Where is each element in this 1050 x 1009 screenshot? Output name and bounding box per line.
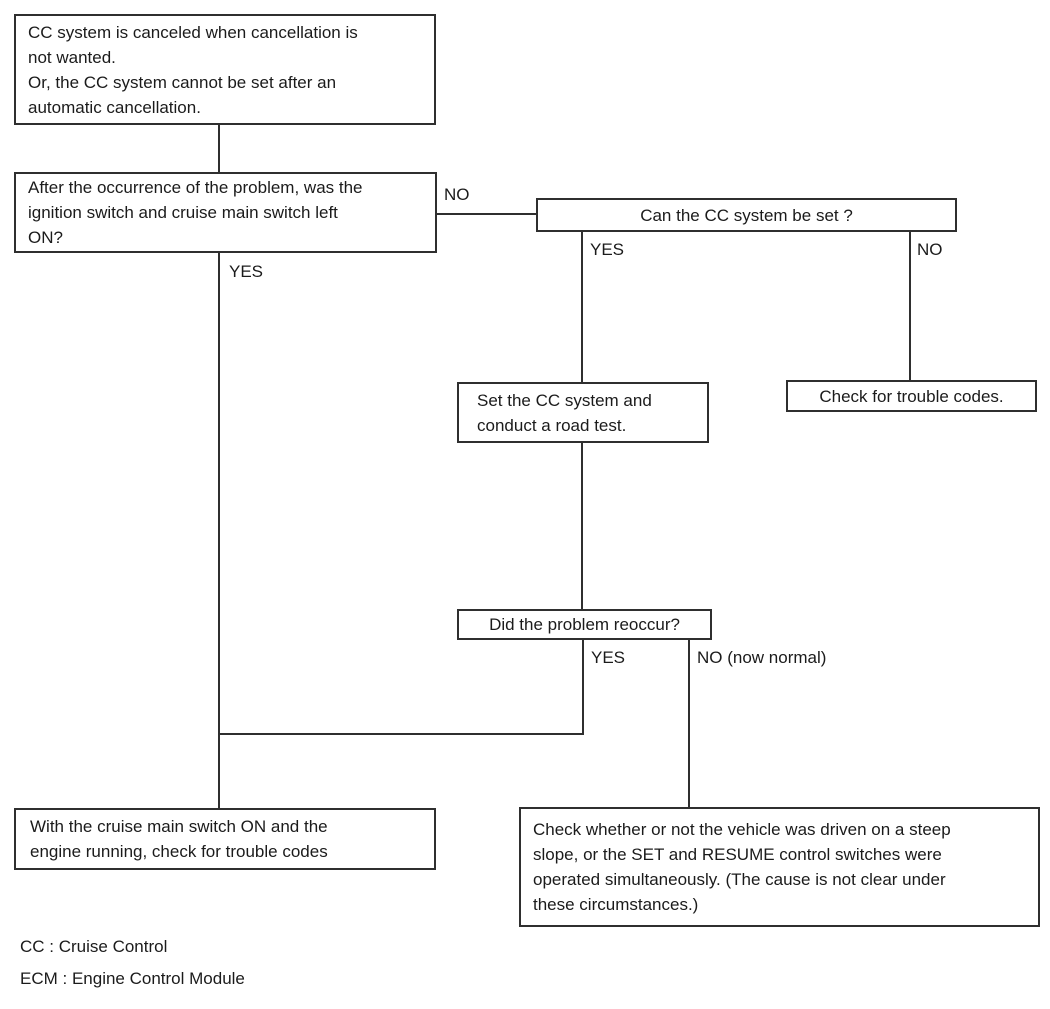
flow-box-check-codes-engine-running-text: With the cruise main switch ON and the e… bbox=[30, 817, 328, 861]
connector-ignition-no-to-can-set bbox=[436, 213, 536, 215]
connector-reoccur-no-to-steep-slope bbox=[688, 639, 690, 807]
connector-problem-to-ignition bbox=[218, 125, 220, 172]
branch-label-can-set-no: NO bbox=[917, 240, 943, 259]
branch-label-reoccur-yes: YES bbox=[591, 648, 626, 667]
flow-box-problem-statement: CC system is canceled when cancellation … bbox=[14, 14, 436, 125]
flow-box-ignition-switch-question-text: After the occurrence of the problem, was… bbox=[28, 178, 363, 247]
flow-box-road-test-text: Set the CC system and conduct a road tes… bbox=[477, 390, 652, 435]
flow-box-can-cc-be-set-question-text: Can the CC system be set ? bbox=[640, 205, 853, 225]
connector-ignition-yes-to-check-codes bbox=[218, 253, 220, 810]
connector-can-set-yes-to-road-test bbox=[581, 232, 583, 382]
legend-cc-definition: CC : Cruise Control bbox=[20, 937, 168, 956]
flow-box-problem-reoccur-question-text: Did the problem reoccur? bbox=[489, 615, 680, 634]
flow-box-check-trouble-codes: Check for trouble codes. bbox=[786, 380, 1037, 412]
flow-box-ignition-switch-question: After the occurrence of the problem, was… bbox=[14, 172, 437, 253]
flow-box-check-trouble-codes-text: Check for trouble codes. bbox=[819, 386, 1004, 406]
flow-box-problem-statement-text: CC system is canceled when cancellation … bbox=[28, 22, 358, 117]
branch-label-ignition-yes: YES bbox=[229, 262, 264, 281]
branch-label-ignition-no: NO bbox=[444, 185, 470, 204]
flow-box-problem-reoccur-question: Did the problem reoccur? bbox=[457, 609, 712, 640]
flow-box-check-codes-engine-running: With the cruise main switch ON and the e… bbox=[14, 808, 436, 870]
flow-box-road-test: Set the CC system and conduct a road tes… bbox=[457, 382, 709, 443]
branch-label-reoccur-no: NO (now normal) bbox=[697, 648, 827, 667]
flow-box-can-cc-be-set-question: Can the CC system be set ? bbox=[536, 198, 957, 232]
connector-reoccur-yes-join bbox=[218, 733, 584, 735]
flow-box-steep-slope-check: Check whether or not the vehicle was dri… bbox=[519, 807, 1040, 927]
legend-ecm-definition: ECM : Engine Control Module bbox=[20, 969, 245, 988]
connector-road-test-to-reoccur bbox=[581, 441, 583, 609]
connector-reoccur-yes-down bbox=[582, 639, 584, 735]
connector-can-set-no-to-trouble-codes bbox=[909, 232, 911, 380]
flow-box-steep-slope-check-text: Check whether or not the vehicle was dri… bbox=[533, 820, 951, 914]
branch-label-can-set-yes: YES bbox=[590, 240, 625, 259]
